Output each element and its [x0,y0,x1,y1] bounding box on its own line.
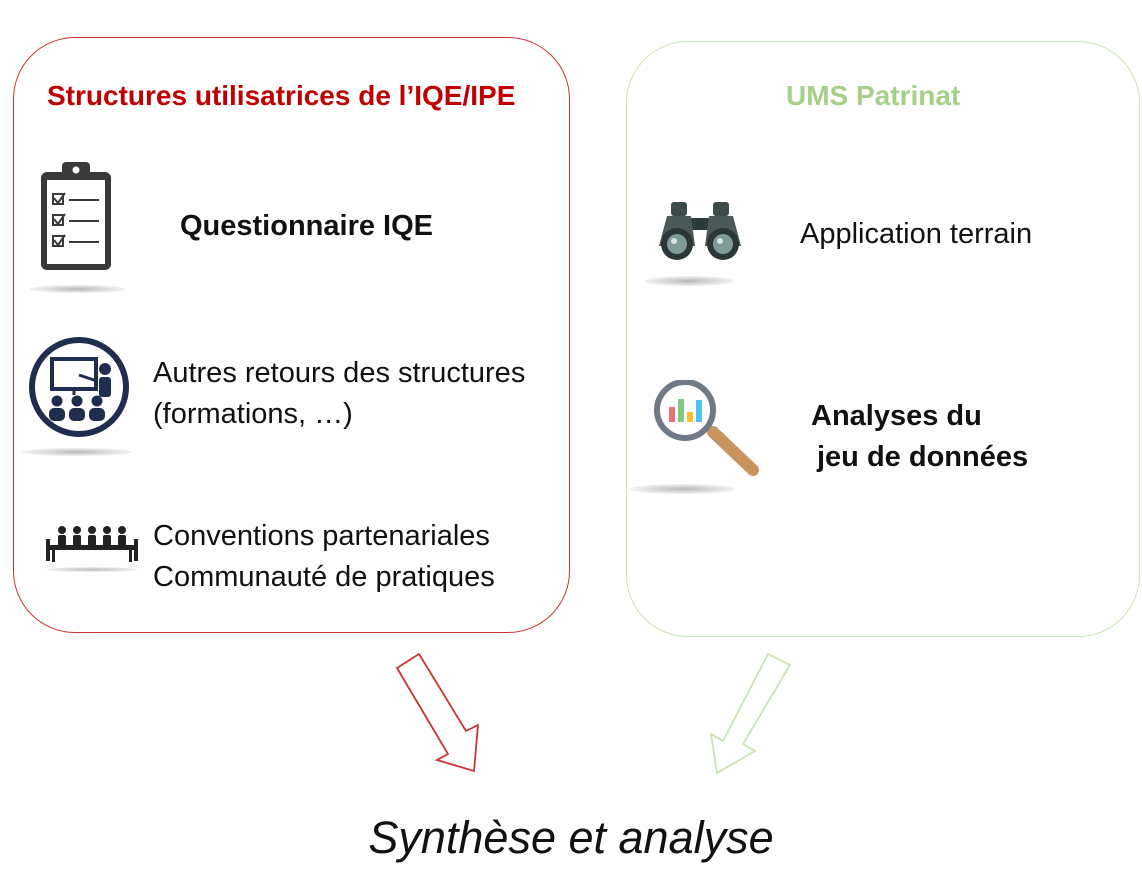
presentation-shadow [22,448,132,456]
conclusion-title: Synthèse et analyse [368,812,774,863]
binoculars-shadow [644,276,734,286]
left-panel-title: Structures utilisatrices de l’IQE/IPE [47,80,516,111]
conventions-label: Conventions partenariales Communauté de … [153,520,495,593]
binoculars-icon [659,202,741,260]
meeting-shadow [46,567,138,572]
questionnaire-iqe-label: Questionnaire IQE [180,210,433,242]
magnifier-shadow [630,484,735,494]
autres-retours-label: Autres retours des structures (formation… [153,357,526,430]
meeting-table-icon [46,526,138,562]
right-panel-title: UMS Patrinat [786,80,961,111]
application-terrain-label: Application terrain [800,218,1033,250]
right-panel [626,41,1140,637]
clipboard-shadow [30,285,125,293]
presentation-training-icon [29,337,129,437]
analyses-label: Analyses du jeu de données [811,400,1029,473]
left-panel [13,37,570,633]
clipboard-checklist-icon [41,162,111,270]
magnifier-chart-icon [654,380,759,476]
